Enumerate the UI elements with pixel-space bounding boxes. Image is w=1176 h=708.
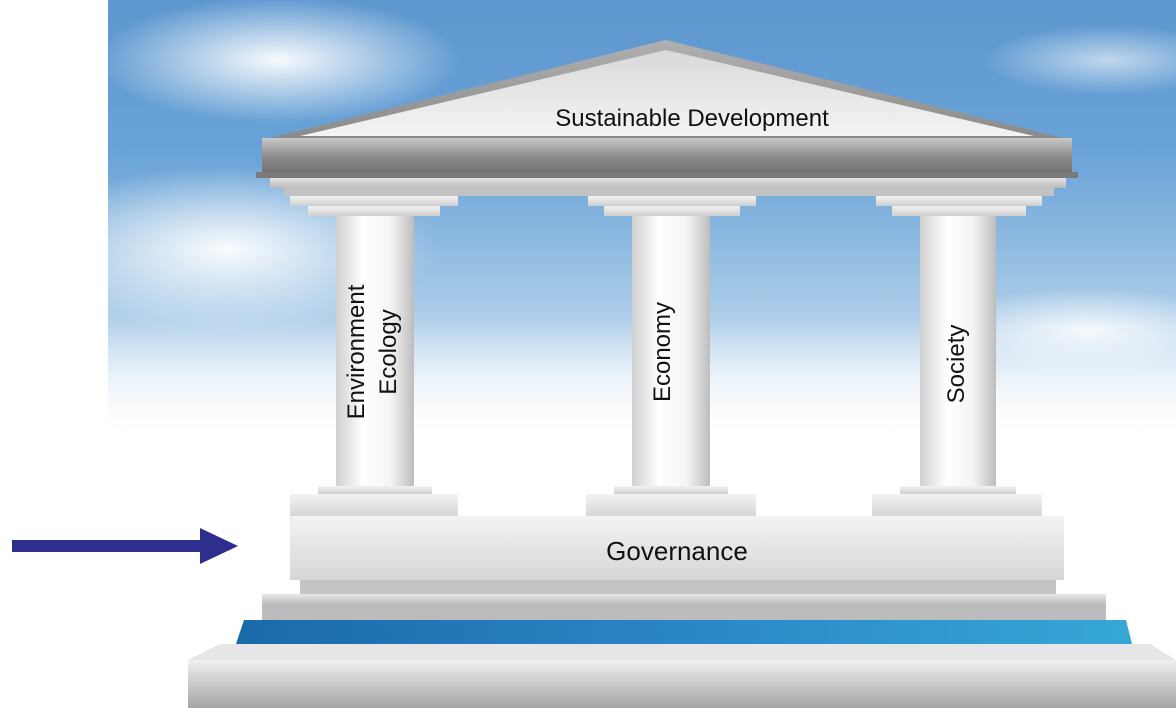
governance-block: Governance [290,516,1064,580]
pillar-label-environment: Environment [343,284,370,419]
accent-step [236,620,1132,644]
pillar-environment-ecology: Environment Ecology [290,196,458,516]
pillar-label-society: Society [943,325,970,404]
pillar-label-ecology: Ecology [375,309,402,394]
pillar-society: Society [872,196,1042,516]
roof: Sustainable Development [256,40,1078,196]
pillar-label-economy: Economy [649,302,676,402]
roof-title: Sustainable Development [555,105,829,132]
pillar-economy: Economy [586,196,756,516]
governance-label: Governance [606,536,748,566]
arrow-icon [12,528,238,564]
foundation-steps [188,580,1176,708]
